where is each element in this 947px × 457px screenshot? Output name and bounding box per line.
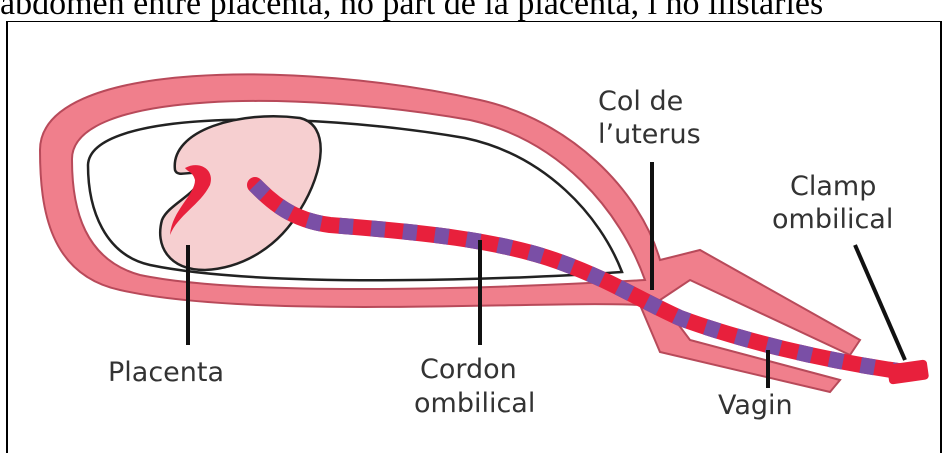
- cordon-label-line1: Cordon: [420, 354, 517, 385]
- clamp-label-line1: Clamp: [790, 171, 876, 202]
- clamp-label-line2: ombilical: [772, 204, 893, 235]
- placenta-label: Placenta: [108, 357, 224, 388]
- col-label-line1: Col de: [598, 86, 683, 117]
- cordon-label-line2: ombilical: [414, 388, 535, 419]
- vagin-label: Vagin: [718, 390, 793, 421]
- col-label-line2: l’uterus: [598, 119, 701, 150]
- clamp-pointer-line: [855, 245, 905, 360]
